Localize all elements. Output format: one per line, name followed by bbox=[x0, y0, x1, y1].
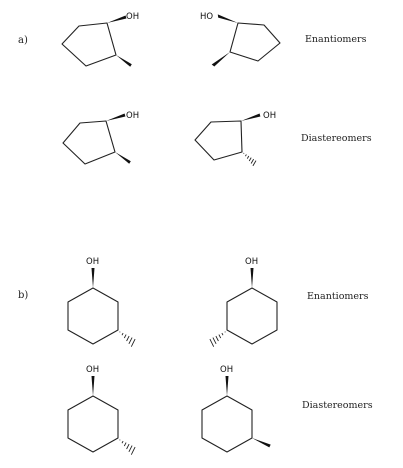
oh-label: OH bbox=[86, 365, 99, 375]
ring-bonds bbox=[229, 22, 281, 62]
relation-a-row2: Diastereomers bbox=[301, 133, 372, 144]
methyl-wedge-bond bbox=[116, 55, 132, 67]
relation-b-row2: Diastereomers bbox=[302, 400, 373, 411]
oh-label: OH bbox=[126, 12, 139, 22]
ring-bonds bbox=[201, 395, 253, 453]
ring-bonds bbox=[67, 287, 119, 345]
ring-bonds bbox=[226, 287, 278, 345]
molecule-b2-right: OH bbox=[201, 365, 271, 453]
part-b-label: b) bbox=[18, 290, 28, 301]
relation-a-row1: Enantiomers bbox=[305, 34, 367, 45]
ring-bonds bbox=[61, 22, 117, 67]
methyl-wedge-bond bbox=[252, 438, 271, 448]
methyl-wedge-bond bbox=[211, 52, 230, 67]
oh-wedge-bond bbox=[225, 376, 229, 396]
oh-label: OH bbox=[245, 257, 258, 267]
ring-bonds bbox=[67, 395, 119, 453]
relation-b-row1: Enantiomers bbox=[307, 291, 369, 302]
ring-bonds bbox=[194, 120, 243, 161]
ring-bonds bbox=[62, 120, 116, 165]
methyl-hashed-bond bbox=[243, 152, 257, 167]
oh-wedge-bond bbox=[250, 268, 254, 288]
oh-label: OH bbox=[263, 111, 276, 121]
oh-wedge-bond bbox=[107, 15, 127, 23]
part-a-label: a) bbox=[18, 35, 28, 46]
ho-label: HO bbox=[200, 12, 213, 22]
oh-label: OH bbox=[126, 111, 139, 121]
methyl-hashed-bond bbox=[119, 439, 136, 455]
oh-wedge-bond bbox=[241, 113, 261, 121]
methyl-hashed-bond bbox=[209, 331, 226, 347]
molecule-b2-left: OH bbox=[67, 365, 136, 455]
methyl-hashed-bond bbox=[119, 331, 136, 347]
molecule-a1-right: HO bbox=[200, 12, 281, 67]
molecule-a2-right: OH bbox=[194, 111, 276, 167]
methyl-wedge-bond bbox=[115, 152, 131, 164]
oh-wedge-bond bbox=[91, 376, 95, 396]
molecule-b1-left: OH bbox=[67, 257, 136, 347]
molecule-a2-left: OH bbox=[62, 111, 139, 165]
oh-wedge-bond bbox=[217, 14, 238, 23]
oh-wedge-bond bbox=[106, 113, 126, 121]
oh-label: OH bbox=[86, 257, 99, 267]
oh-label: OH bbox=[220, 365, 233, 375]
molecule-a1-left: OH bbox=[61, 12, 139, 67]
oh-wedge-bond bbox=[91, 268, 95, 288]
molecule-b1-right: OH bbox=[209, 257, 278, 347]
